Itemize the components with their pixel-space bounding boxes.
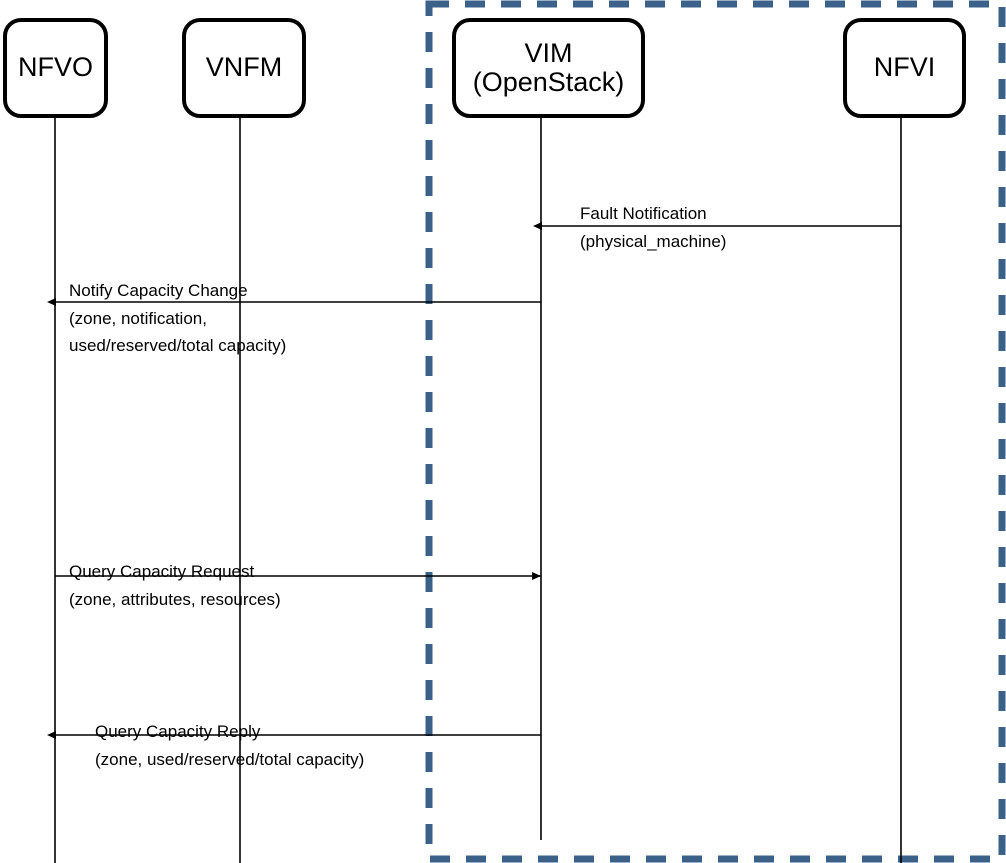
message-label-query-capacity-request: Query Capacity Request (zone, attributes… [69, 562, 281, 609]
participant-label-nfvo: NFVO [17, 52, 93, 83]
participant-box-vnfm[interactable]: VNFM [182, 18, 306, 118]
participant-box-nfvo[interactable]: NFVO [3, 18, 108, 118]
boundary-dashed-rect [425, 0, 1006, 863]
participant-label-nfvi: NFVI [873, 52, 936, 83]
participant-label-vim: VIM (OpenStack) [472, 37, 625, 97]
participant-box-nfvi[interactable]: NFVI [843, 18, 966, 118]
participant-label-vnfm: VNFM [205, 52, 283, 83]
message-label-notify-capacity-change: Notify Capacity Change (zone, notificati… [69, 281, 287, 356]
message-arrows-layer [47, 222, 901, 739]
message-label-query-capacity-reply: Query Capacity Reply (zone, used/reserve… [95, 722, 365, 769]
participant-box-vim[interactable]: VIM (OpenStack) [452, 18, 645, 118]
boundary-box [425, 0, 1006, 863]
message-label-fault-notification: Fault Notification (physical_machine) [580, 204, 727, 251]
